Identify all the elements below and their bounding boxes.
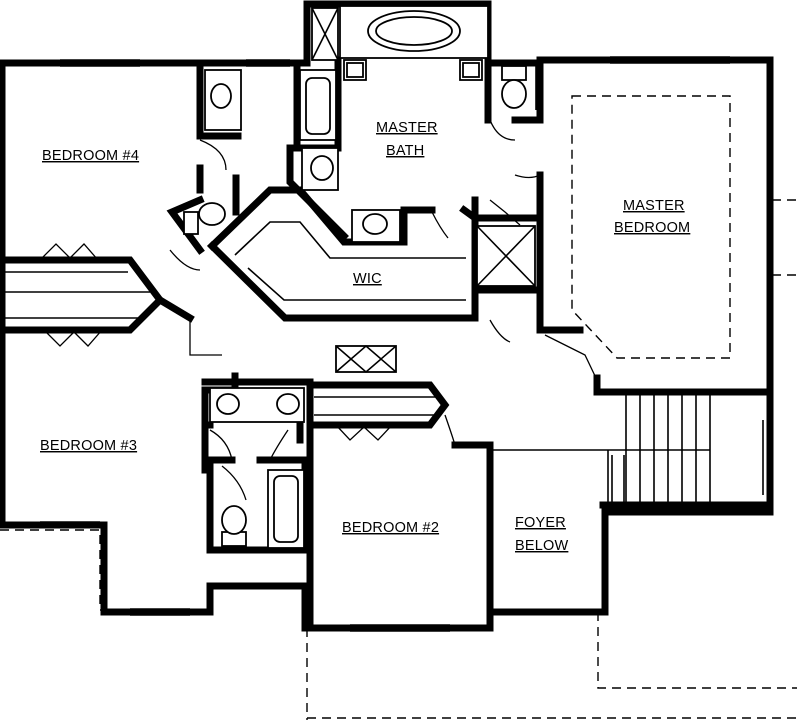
- master-tray-ceiling: [571, 95, 731, 359]
- label-master-bedroom-2: BEDROOM: [614, 220, 690, 236]
- porch-bottom-outline: [306, 628, 797, 720]
- skylight: [335, 345, 397, 373]
- toilet-master: [501, 65, 527, 81]
- thin-lines: [2, 56, 769, 632]
- label-master-bath-1: MASTER: [376, 120, 438, 136]
- label-bedroom-2: BEDROOM #2: [342, 520, 439, 536]
- toilet-b4: [183, 211, 199, 235]
- label-wic: WIC: [353, 271, 382, 287]
- label-foyer-2: BELOW: [515, 538, 568, 554]
- garage-outline: [597, 612, 797, 689]
- label-foyer-1: FOYER: [515, 515, 566, 531]
- label-bedroom-4: BEDROOM #4: [42, 148, 139, 164]
- walls: [0, 0, 774, 632]
- label-bedroom-3: BEDROOM #3: [40, 438, 137, 454]
- room-labels: BEDROOM #4 MASTER BATH MASTER BEDROOM WI…: [40, 120, 690, 554]
- bay-outline-right: [772, 199, 797, 276]
- label-master-bath-2: BATH: [386, 143, 424, 159]
- fixtures: [183, 5, 536, 549]
- doors: [39, 119, 597, 501]
- label-master-bedroom-1: MASTER: [623, 198, 685, 214]
